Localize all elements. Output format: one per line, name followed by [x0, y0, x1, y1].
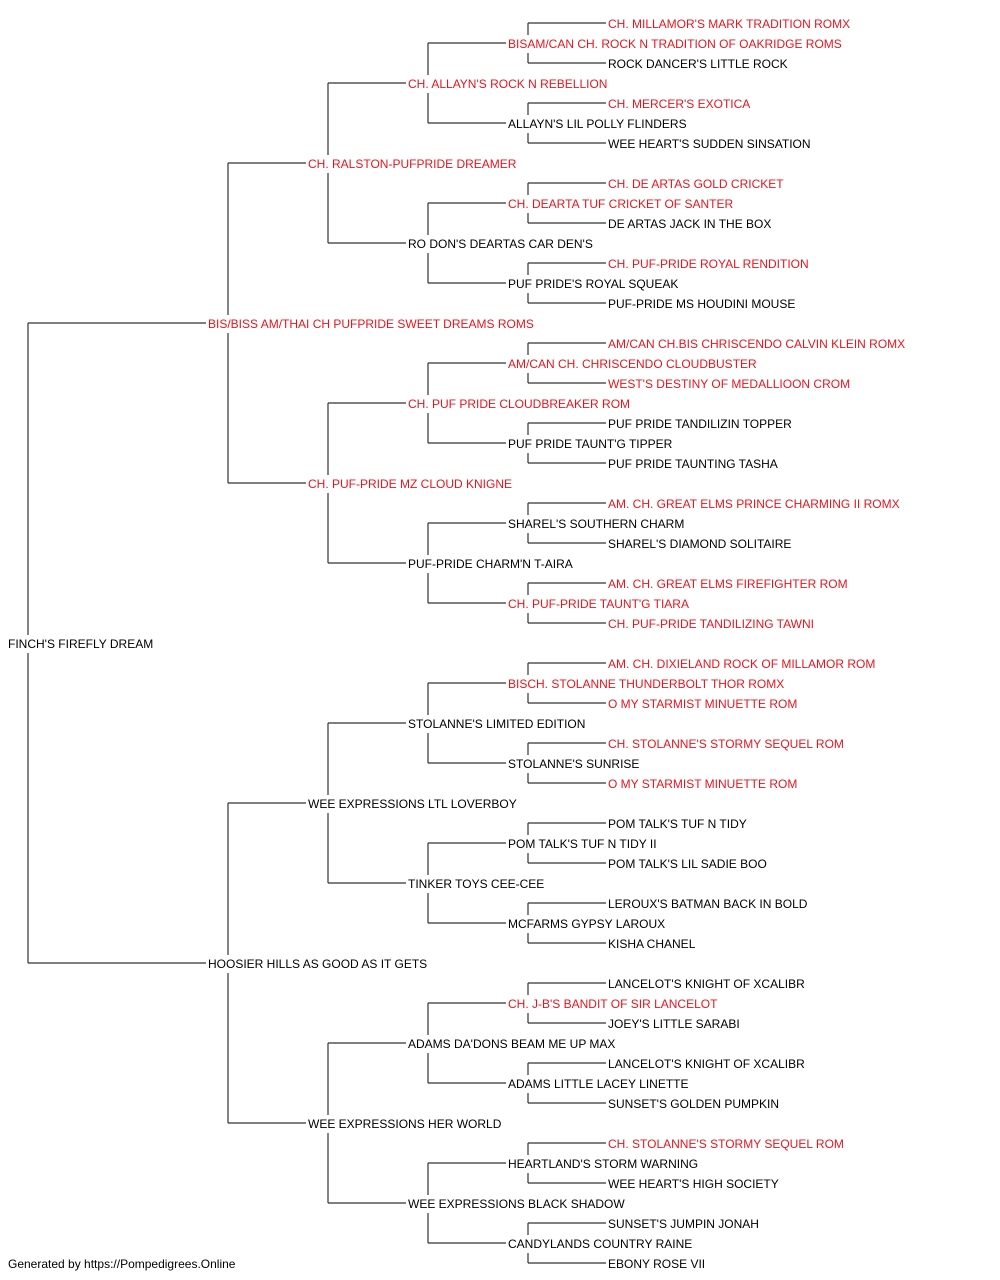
dog-name: RO DON'S DEARTAS CAR DEN'S	[408, 237, 593, 251]
dog-name: O MY STARMIST MINUETTE ROM	[608, 697, 797, 711]
dog-name: O MY STARMIST MINUETTE ROM	[608, 777, 797, 791]
dog-name: WEE EXPRESSIONS BLACK SHADOW	[408, 1197, 625, 1211]
dog-name: MCFARMS GYPSY LAROUX	[508, 917, 665, 931]
dog-name: CH. PUF-PRIDE TAUNT'G TIARA	[508, 597, 689, 611]
dog-name: CH. DE ARTAS GOLD CRICKET	[608, 177, 784, 191]
dog-name: PUF-PRIDE CHARM'N T-AIRA	[408, 557, 573, 571]
dog-name: CH. PUF PRIDE CLOUDBREAKER ROM	[408, 397, 630, 411]
dog-name: KISHA CHANEL	[608, 937, 696, 951]
dog-name: AM. CH. DIXIELAND ROCK OF MILLAMOR ROM	[608, 657, 875, 671]
dog-name: WEST'S DESTINY OF MEDALLIOON CROM	[608, 377, 850, 391]
dog-name: STOLANNE'S LIMITED EDITION	[408, 717, 585, 731]
dog-name: FINCH'S FIREFLY DREAM	[8, 637, 153, 651]
dog-name: HOOSIER HILLS AS GOOD AS IT GETS	[208, 957, 427, 971]
dog-name: CH. STOLANNE'S STORMY SEQUEL ROM	[608, 1137, 844, 1151]
dog-name: ADAMS DA'DONS BEAM ME UP MAX	[408, 1037, 615, 1051]
dog-name: ALLAYN'S LIL POLLY FLINDERS	[508, 117, 687, 131]
dog-name: AM. CH. GREAT ELMS PRINCE CHARMING II RO…	[608, 497, 900, 511]
dog-name: WEE EXPRESSIONS HER WORLD	[308, 1117, 502, 1131]
dog-name: LANCELOT'S KNIGHT OF XCALIBR	[608, 1057, 805, 1071]
dog-name: CH. RALSTON-PUFPRIDE DREAMER	[308, 157, 517, 171]
dog-name: CH. STOLANNE'S STORMY SEQUEL ROM	[608, 737, 844, 751]
dog-name: TINKER TOYS CEE-CEE	[408, 877, 544, 891]
dog-name: CH. MERCER'S EXOTICA	[608, 97, 750, 111]
dog-name: DE ARTAS JACK IN THE BOX	[608, 217, 771, 231]
dog-name: WEE HEART'S HIGH SOCIETY	[608, 1177, 779, 1191]
dog-name: ADAMS LITTLE LACEY LINETTE	[508, 1077, 689, 1091]
dog-name: PUF PRIDE'S ROYAL SQUEAK	[508, 277, 678, 291]
dog-name: SUNSET'S GOLDEN PUMPKIN	[608, 1097, 779, 1111]
dog-name: ROCK DANCER'S LITTLE ROCK	[608, 57, 788, 71]
dog-name: EBONY ROSE VII	[608, 1257, 705, 1271]
dog-name: AM/CAN CH. CHRISCENDO CLOUDBUSTER	[508, 357, 757, 371]
dog-name: SUNSET'S JUMPIN JONAH	[608, 1217, 759, 1231]
dog-name: LEROUX'S BATMAN BACK IN BOLD	[608, 897, 808, 911]
dog-name: CH. PUF-PRIDE MZ CLOUD KNIGNE	[308, 477, 512, 491]
dog-name: PUF-PRIDE MS HOUDINI MOUSE	[608, 297, 795, 311]
dog-name: POM TALK'S TUF N TIDY	[608, 817, 747, 831]
dog-name: AM. CH. GREAT ELMS FIREFIGHTER ROM	[608, 577, 848, 591]
dog-name: CH. ALLAYN'S ROCK N REBELLION	[408, 77, 607, 91]
dog-name: WEE HEART'S SUDDEN SINSATION	[608, 137, 811, 151]
dog-name: POM TALK'S LIL SADIE BOO	[608, 857, 767, 871]
dog-name: PUF PRIDE TAUNTING TASHA	[608, 457, 778, 471]
dog-name: WEE EXPRESSIONS LTL LOVERBOY	[308, 797, 517, 811]
dog-name: BISCH. STOLANNE THUNDERBOLT THOR ROMX	[508, 677, 784, 691]
dog-name: SHAREL'S DIAMOND SOLITAIRE	[608, 537, 791, 551]
dog-name: BIS/BISS AM/THAI CH PUFPRIDE SWEET DREAM…	[208, 317, 534, 331]
dog-name: CH. MILLAMOR'S MARK TRADITION ROMX	[608, 17, 850, 31]
dog-name: STOLANNE'S SUNRISE	[508, 757, 639, 771]
dog-name: CH. J-B'S BANDIT OF SIR LANCELOT	[508, 997, 718, 1011]
dog-name: CANDYLANDS COUNTRY RAINE	[508, 1237, 692, 1251]
dog-name: CH. PUF-PRIDE ROYAL RENDITION	[608, 257, 809, 271]
dog-name: LANCELOT'S KNIGHT OF XCALIBR	[608, 977, 805, 991]
dog-name: AM/CAN CH.BIS CHRISCENDO CALVIN KLEIN RO…	[608, 337, 905, 351]
dog-name: CH. PUF-PRIDE TANDILIZING TAWNI	[608, 617, 814, 631]
dog-name: PUF PRIDE TAUNT'G TIPPER	[508, 437, 673, 451]
dog-name: JOEY'S LITTLE SARABI	[608, 1017, 740, 1031]
footer-credit: Generated by https://Pompedigrees.Online	[8, 1257, 236, 1271]
dog-name: HEARTLAND'S STORM WARNING	[508, 1157, 698, 1171]
dog-name: PUF PRIDE TANDILIZIN TOPPER	[608, 417, 792, 431]
dog-name: CH. DEARTA TUF CRICKET OF SANTER	[508, 197, 733, 211]
dog-name: BISAM/CAN CH. ROCK N TRADITION OF OAKRID…	[508, 37, 842, 51]
dog-name: POM TALK'S TUF N TIDY II	[508, 837, 657, 851]
dog-name: SHAREL'S SOUTHERN CHARM	[508, 517, 684, 531]
